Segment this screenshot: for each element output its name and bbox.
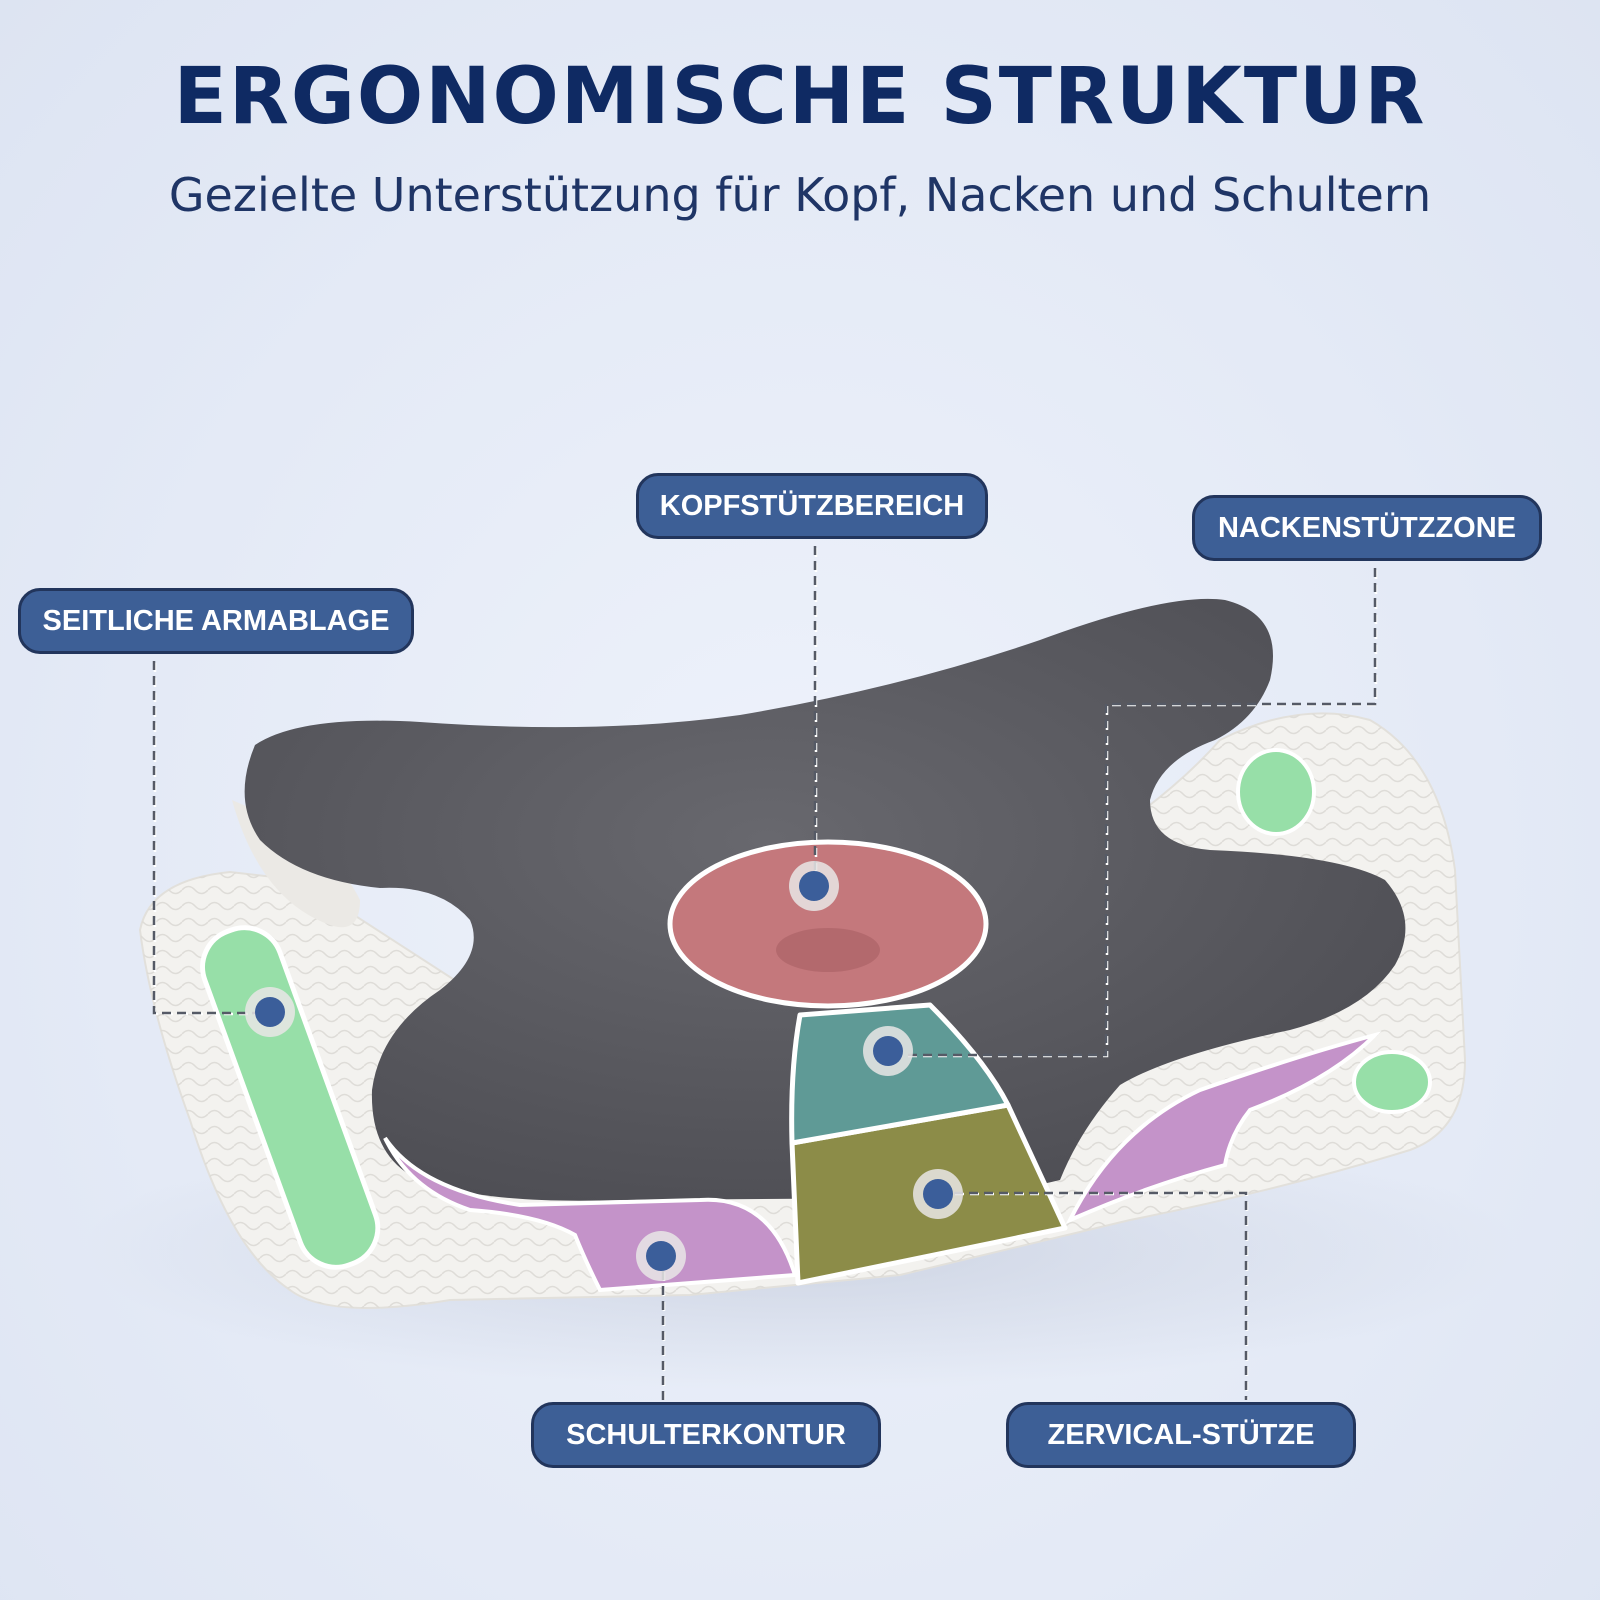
zone-neck: [789, 1002, 1011, 1146]
zone-arm-right-top: [1236, 748, 1316, 836]
callout-zervical-stuetze-label: ZERVICAL-STÜTZE: [1047, 1418, 1315, 1451]
callout-kopfstuetzbereich-label: KOPFSTÜTZBEREICH: [659, 489, 965, 522]
leader-nacken: [887, 568, 1377, 1057]
callout-nackenstuetzzone: NACKENSTÜTZZONE: [1192, 495, 1542, 561]
page-subtitle: Gezielte Unterstützung für Kopf, Nacken …: [168, 168, 1432, 222]
zone-shoulder-right: [1065, 1031, 1382, 1225]
leader-zervikal: [939, 1191, 1248, 1400]
marker-zervikal: [913, 1169, 963, 1219]
callout-seitliche-armablage: SEITLICHE ARMABLAGE: [18, 588, 414, 654]
marker-nacken: [863, 1026, 913, 1076]
zone-arm-right-bottom: [1352, 1050, 1432, 1114]
callout-nackenstuetzzone-label: NACKENSTÜTZZONE: [1217, 511, 1517, 544]
zone-head: [667, 839, 989, 1009]
marker-kopf: [789, 861, 839, 911]
callout-zervical-stuetze: ZERVICAL-STÜTZE: [1006, 1402, 1356, 1468]
marker-arm: [245, 987, 295, 1037]
callout-kopfstuetzbereich: KOPFSTÜTZBEREICH: [636, 473, 988, 539]
callout-schulterkontur-label: SCHULTERKONTUR: [566, 1418, 846, 1451]
zone-shoulder-left: [383, 1136, 798, 1293]
callout-schulterkontur: SCHULTERKONTUR: [531, 1402, 881, 1468]
marker-schulter: [636, 1231, 686, 1281]
page-title: ERGONOMISCHE STRUKTUR: [173, 52, 1427, 142]
callout-seitliche-armablage-label: SEITLICHE ARMABLAGE: [42, 604, 390, 637]
leader-arm: [152, 661, 268, 1015]
